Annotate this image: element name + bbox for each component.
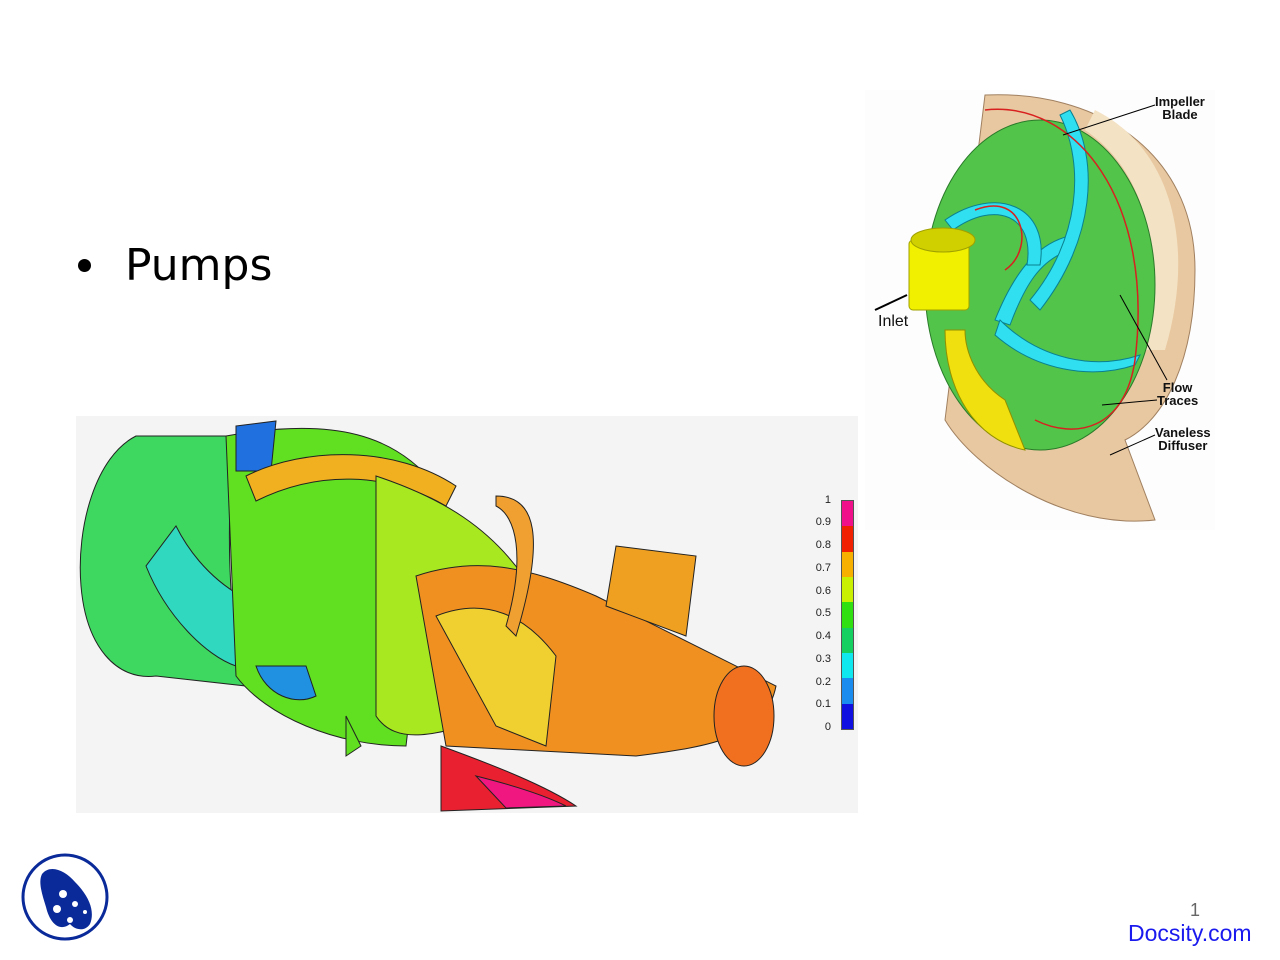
- pump-contour-illustration: [79, 420, 777, 812]
- colorbar-tick: 1: [824, 494, 831, 506]
- bullet-text: Pumps: [125, 240, 273, 291]
- colorbar-tick: 0: [824, 721, 831, 733]
- docsity-logo-icon[interactable]: [20, 852, 110, 942]
- impeller-blade-label: Impeller Blade: [1155, 94, 1205, 122]
- colorbar-band: [842, 501, 853, 527]
- colorbar-tick: 0.9: [815, 516, 831, 528]
- colorbar-band: [842, 703, 853, 729]
- impeller-illustration: [874, 94, 1196, 522]
- colorbar-tick: 0.4: [815, 630, 831, 642]
- colorbar-tick: 0.3: [815, 653, 831, 665]
- flow-traces-label: Flow Traces: [1157, 380, 1199, 408]
- colorbar-band: [842, 627, 853, 654]
- colorbar-band: [842, 653, 853, 679]
- colorbar-band: [842, 602, 853, 628]
- impeller-diagram: Impeller Blade Inlet Flow Traces Vaneles…: [865, 90, 1215, 530]
- colorbar-legend: [841, 500, 854, 730]
- colorbar-tick: 0.7: [815, 562, 831, 574]
- colorbar-band: [842, 678, 853, 704]
- colorbar-band: [842, 577, 853, 603]
- bullet-dot-icon: [78, 259, 91, 272]
- colorbar-tick: 0.8: [815, 539, 831, 551]
- colorbar-tick: 0.6: [815, 585, 831, 597]
- colorbar-tick: 0.1: [815, 698, 831, 710]
- bullet-item: Pumps: [78, 240, 272, 291]
- colorbar-tick: 0.2: [815, 676, 831, 688]
- docsity-watermark-link[interactable]: Docsity.com: [1128, 920, 1252, 946]
- colorbar-band: [842, 551, 853, 578]
- inlet-label: Inlet: [878, 313, 909, 330]
- colorbar-band: [842, 526, 853, 552]
- colorbar-tick: 0.5: [815, 607, 831, 619]
- vaneless-diffuser-label: Vaneless Diffuser: [1155, 425, 1211, 453]
- cfd-pump-contour-plot: [76, 416, 858, 813]
- page-number: 1: [1190, 900, 1201, 920]
